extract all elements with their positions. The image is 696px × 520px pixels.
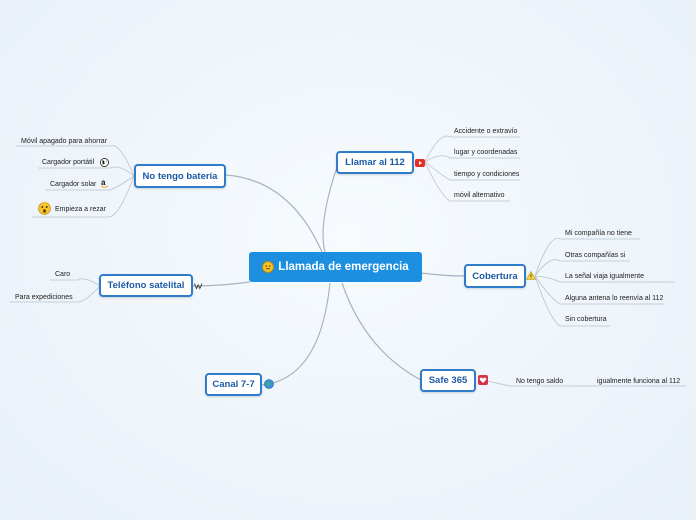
topic-safe-365[interactable]: Safe 365 xyxy=(420,369,476,392)
central-topic[interactable]: Llamada de emergencia xyxy=(249,252,422,282)
youtube-icon[interactable] xyxy=(415,158,425,167)
topic-cobertura[interactable]: Cobertura xyxy=(464,264,526,288)
topic-llamar-112[interactable]: Llamar al 112 xyxy=(336,151,414,174)
connector-cobertura xyxy=(420,272,465,277)
leaf-cobertura-4[interactable]: Sin cobertura xyxy=(565,316,607,323)
topic-label: Canal 7-7 xyxy=(212,379,255,390)
connector-safe xyxy=(341,282,422,381)
leaf-llamar-2[interactable]: tiempo y condiciones xyxy=(454,171,520,178)
leaf-bateria-1[interactable]: Cargador portátil xyxy=(42,159,95,166)
topic-label: Cobertura xyxy=(472,270,518,282)
globe-icon xyxy=(99,157,109,167)
shocked-face-icon xyxy=(37,201,51,215)
wikipedia-icon[interactable] xyxy=(194,281,204,291)
leaf-bateria-0[interactable]: Móvil apagado para ahorrar xyxy=(21,138,107,145)
leaf-llamar-3[interactable]: móvil alternativo xyxy=(454,192,505,199)
central-topic-label: Llamada de emergencia xyxy=(278,261,409,273)
topic-label: Safe 365 xyxy=(428,375,468,386)
topic-no-tengo-bateria[interactable]: No tengo batería xyxy=(134,164,226,188)
leaf-satelital-1[interactable]: Para expediciones xyxy=(15,294,73,301)
topic-label: Teléfono satelital xyxy=(107,280,185,291)
connector-canal xyxy=(260,282,331,386)
confused-face-icon xyxy=(262,261,275,273)
topic-canal-7-7[interactable]: Canal 7-7 xyxy=(205,373,262,396)
leaf-safe-child[interactable]: No tengo saldo xyxy=(516,378,564,385)
leaf-cobertura-1[interactable]: Otras compañías si xyxy=(565,252,626,259)
leaf-bateria-2[interactable]: Cargador solar xyxy=(50,181,97,188)
globe-icon[interactable] xyxy=(264,379,274,389)
connector-bateria xyxy=(225,174,323,253)
topic-label: No tengo batería xyxy=(142,170,218,182)
leaf-bateria-3[interactable]: Empieza a rezar xyxy=(55,206,106,213)
leaf-cobertura-2[interactable]: La señal viaja igualmente xyxy=(565,273,644,280)
leaf-llamar-0[interactable]: Accidente o extravío xyxy=(454,128,518,135)
leaf-llamar-1[interactable]: lugar y coordenadas xyxy=(454,149,518,156)
heart-badge-icon[interactable] xyxy=(478,375,488,385)
connector-satelital xyxy=(191,281,251,287)
leaf-cobertura-0[interactable]: Mi compañía no tiene xyxy=(565,230,632,237)
svg-text:a: a xyxy=(101,178,106,187)
leaf-satelital-0[interactable]: Caro xyxy=(55,271,71,278)
amazon-icon: a xyxy=(99,178,109,188)
leaf-safe-grandchild[interactable]: igualmente funciona al 112 xyxy=(597,378,681,385)
topic-telefono-satelital[interactable]: Teléfono satelital xyxy=(99,274,193,297)
topic-label: Llamar al 112 xyxy=(345,157,405,168)
leaf-cobertura-3[interactable]: Alguna antena lo reenvía al 112 xyxy=(565,295,664,302)
connector-llamar xyxy=(322,169,337,253)
warning-icon[interactable] xyxy=(526,270,536,280)
